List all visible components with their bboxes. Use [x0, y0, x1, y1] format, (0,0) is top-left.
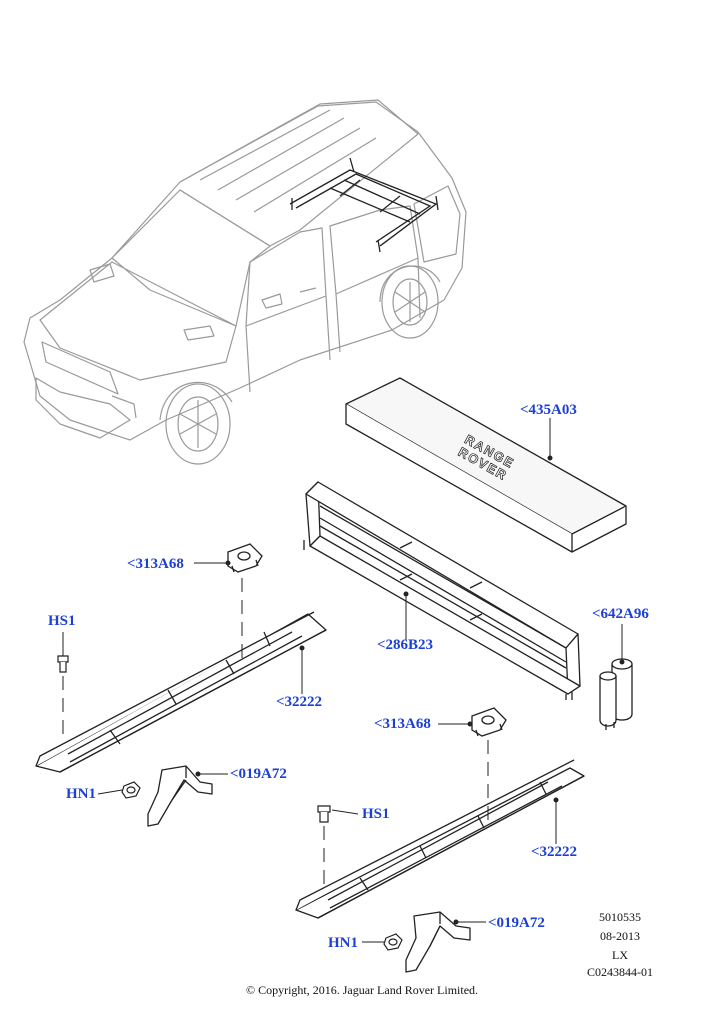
leader-lines	[62, 418, 625, 943]
callout-642a96[interactable]: <642A96	[592, 606, 649, 622]
diagram-variant: LX	[612, 948, 628, 962]
bracket-lower-part	[471, 707, 507, 737]
callout-32222-right[interactable]: <32222	[531, 844, 578, 860]
rail-right-part	[295, 759, 585, 919]
callout-313a68-lower[interactable]: <313A68	[374, 716, 431, 732]
callout-019a72-right[interactable]: <019A72	[488, 915, 545, 931]
canister-part	[599, 658, 633, 730]
callout-hs1-right[interactable]: HS1	[362, 806, 390, 822]
callout-286b23[interactable]: <286B23	[377, 637, 434, 653]
diagram-code: 5010535	[599, 910, 641, 924]
screw-right-part	[317, 805, 331, 823]
roof-rack-on-vehicle	[289, 157, 439, 253]
rail-left-part	[35, 611, 327, 773]
callout-313a68-upper[interactable]: <313A68	[127, 556, 184, 572]
cargo-frame	[303, 481, 581, 700]
callout-32222-left[interactable]: <32222	[276, 694, 323, 710]
vehicle-illustration	[23, 99, 467, 465]
clip-left-part	[147, 765, 213, 827]
callout-019a72-left[interactable]: <019A72	[230, 766, 287, 782]
assembly-lines	[62, 578, 489, 890]
callout-hs1-left[interactable]: HS1	[48, 613, 76, 629]
roof-cover-box: RANGE ROVER	[345, 377, 627, 553]
callout-hn1-left[interactable]: HN1	[66, 786, 96, 802]
illustration-id: C0243844-01	[587, 965, 653, 979]
callout-hn1-right[interactable]: HN1	[328, 935, 358, 951]
bracket-upper-part	[227, 543, 263, 573]
nut-right-part	[383, 933, 403, 951]
nut-left-part	[121, 781, 141, 799]
clip-right-part	[405, 911, 471, 973]
callout-435a03[interactable]: <435A03	[520, 402, 577, 418]
copyright-notice: © Copyright, 2016. Jaguar Land Rover Lim…	[245, 983, 479, 997]
diagram-date: 08-2013	[600, 929, 640, 943]
screw-left-part	[57, 655, 69, 673]
